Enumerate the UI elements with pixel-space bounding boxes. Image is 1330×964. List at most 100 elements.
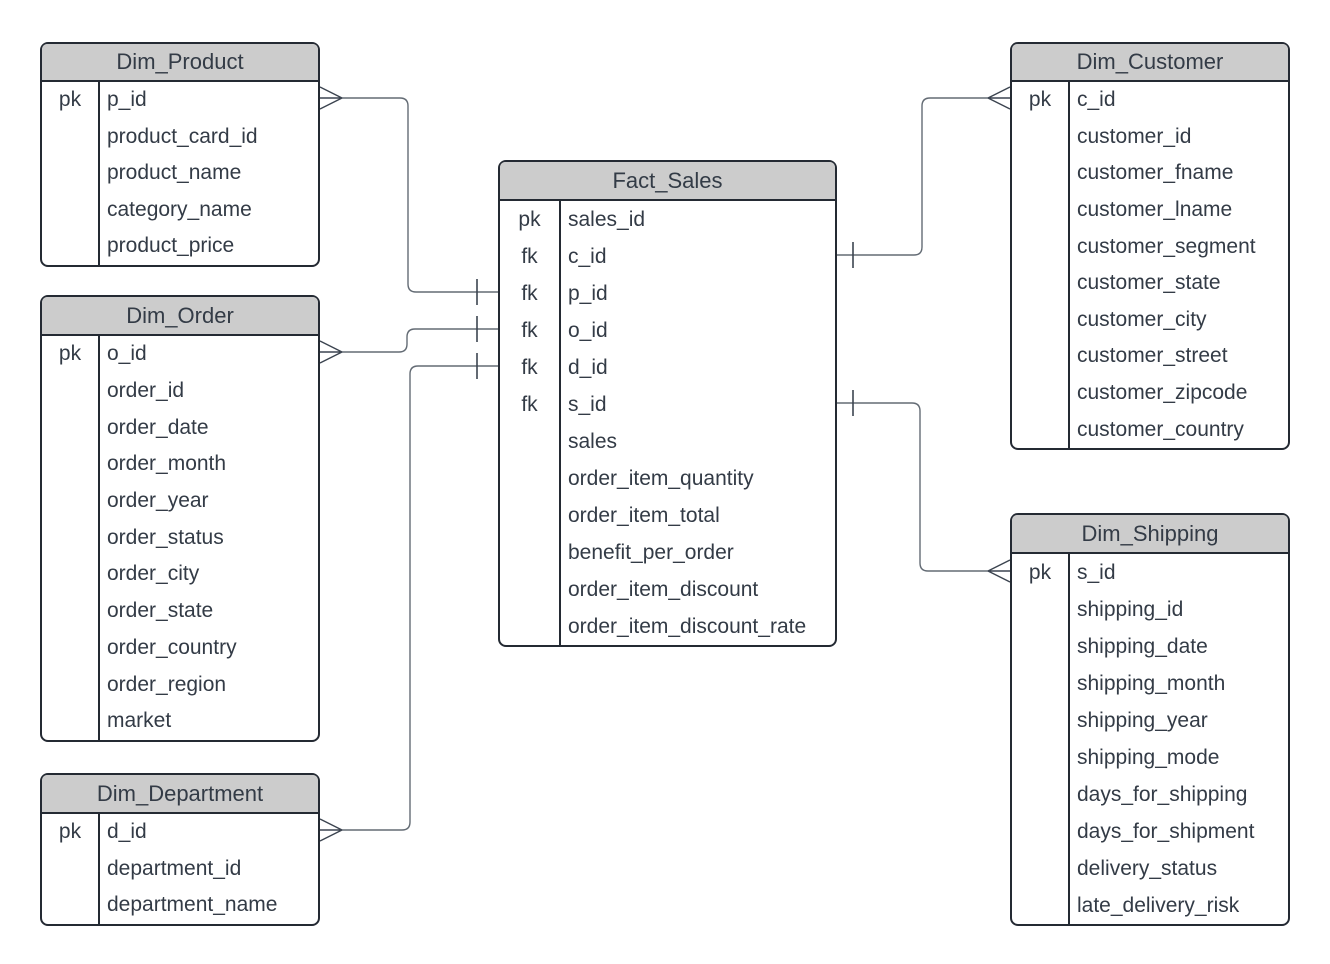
table-title-dim_customer: Dim_Customer: [1012, 44, 1288, 82]
table-row: order_item_total: [500, 497, 835, 534]
row-field-name: product_card_id: [107, 124, 258, 148]
row-field-name: shipping_date: [1077, 634, 1208, 658]
table-row: customer_street: [1012, 338, 1288, 375]
table-row: benefit_per_order: [500, 534, 835, 571]
row-field-name: sales_id: [568, 207, 646, 231]
row-key-label: fk: [521, 281, 538, 305]
table-row: customer_segment: [1012, 228, 1288, 265]
table-title-fact_sales: Fact_Sales: [500, 162, 835, 201]
row-key-label: pk: [1028, 88, 1052, 112]
key-column-divider: [98, 82, 100, 265]
table-row: market: [42, 703, 318, 740]
table-row: order_year: [42, 483, 318, 520]
row-field-name: order_year: [107, 489, 209, 513]
row-field-name: product_name: [107, 161, 242, 185]
row-key-label: pk: [58, 88, 82, 112]
table-row: customer_zipcode: [1012, 375, 1288, 412]
relationship-product_sales: [319, 86, 498, 305]
many-crow-foot-marker: [319, 818, 343, 842]
many-crow-foot-marker: [987, 559, 1011, 583]
key-column-divider: [98, 814, 100, 924]
table-row: fk p_id: [500, 275, 835, 312]
row-field-name: p_id: [568, 281, 608, 305]
table-row: department_name: [42, 887, 318, 924]
key-column-divider: [1068, 554, 1070, 924]
row-field-name: days_for_shipment: [1077, 819, 1255, 843]
row-field-name: late_delivery_risk: [1077, 893, 1240, 917]
row-field-name: product_price: [107, 234, 235, 258]
table-row: shipping_month: [1012, 665, 1288, 702]
row-key-label: fk: [521, 392, 538, 416]
table-row: customer_city: [1012, 302, 1288, 339]
row-field-name: order_country: [107, 635, 237, 659]
table-row: customer_id: [1012, 119, 1288, 156]
row-field-name: department_id: [107, 856, 242, 880]
many-crow-foot-marker: [319, 340, 343, 364]
table-row: shipping_date: [1012, 628, 1288, 665]
row-field-name: order_item_discount: [568, 577, 759, 601]
table-row: order_region: [42, 666, 318, 703]
row-field-name: customer_country: [1077, 417, 1244, 441]
table-row: days_for_shipping: [1012, 776, 1288, 813]
row-key-label: pk: [58, 342, 82, 366]
row-field-name: shipping_month: [1077, 671, 1226, 695]
table-row: order_item_discount: [500, 571, 835, 608]
relationship-wire: [837, 97, 988, 256]
table-row: shipping_mode: [1012, 739, 1288, 776]
table-row: shipping_id: [1012, 591, 1288, 628]
relationship-wire: [342, 97, 498, 293]
row-field-name: d_id: [107, 820, 147, 844]
row-field-name: customer_street: [1077, 344, 1228, 368]
table-row: days_for_shipment: [1012, 813, 1288, 850]
relationship-customer_sales: [837, 86, 1011, 268]
key-column-divider: [98, 336, 100, 740]
table-title-dim_shipping: Dim_Shipping: [1012, 515, 1288, 554]
table-row: customer_fname: [1012, 155, 1288, 192]
row-field-name: market: [107, 709, 172, 733]
relationship-shipping_sales: [837, 390, 1011, 583]
row-field-name: order_item_total: [568, 503, 720, 527]
table-title-dim_order: Dim_Order: [42, 297, 318, 336]
table-row: product_card_id: [42, 119, 318, 156]
row-field-name: delivery_status: [1077, 856, 1218, 880]
table-row: customer_state: [1012, 265, 1288, 302]
row-key-label: fk: [521, 318, 538, 342]
row-field-name: order_status: [107, 525, 224, 549]
row-field-name: shipping_id: [1077, 597, 1184, 621]
row-field-name: order_month: [107, 452, 227, 476]
row-field-name: customer_id: [1077, 124, 1192, 148]
row-field-name: d_id: [568, 355, 608, 379]
relationship-wire: [342, 365, 498, 831]
row-field-name: customer_state: [1077, 271, 1221, 295]
row-key-label: fk: [521, 355, 538, 379]
relationship-department_sales: [319, 353, 498, 842]
row-key-label: fk: [521, 244, 538, 268]
row-key-label: pk: [518, 207, 541, 231]
key-column-divider: [559, 201, 561, 645]
table-row: order_state: [42, 593, 318, 630]
row-key-label: pk: [1028, 560, 1052, 584]
row-field-name: s_id: [568, 392, 607, 416]
table-row: fk d_id: [500, 349, 835, 386]
row-field-name: customer_city: [1077, 307, 1207, 331]
row-field-name: s_id: [1077, 560, 1116, 584]
table-row: department_id: [42, 851, 318, 888]
row-field-name: category_name: [107, 197, 252, 221]
relationship-order_sales: [319, 316, 498, 364]
row-field-name: shipping_year: [1077, 708, 1208, 732]
table-body-dim_shipping: pk s_id shipping_id shipping_date shipping_m…: [1012, 554, 1288, 924]
row-field-name: department_name: [107, 893, 278, 917]
relationship-wire: [837, 402, 988, 572]
